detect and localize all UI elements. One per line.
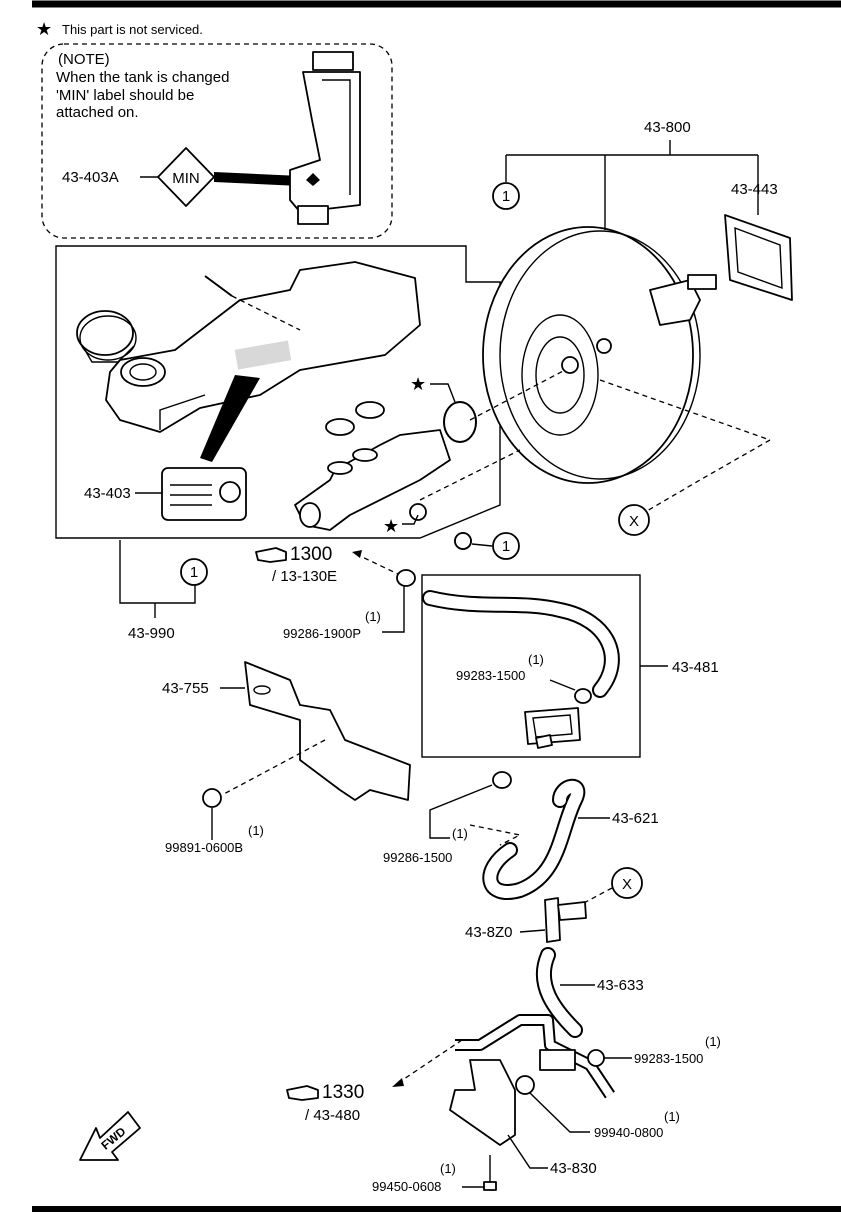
ref-43-480: / 43-480 (305, 1107, 360, 1124)
label-pointer (200, 375, 260, 462)
callout-x-lower (611, 867, 643, 899)
qty-99891-0600B: (1) (248, 823, 264, 838)
grommet-1 (325, 418, 355, 436)
callout-1-nut (492, 532, 520, 560)
label-43-443: 43-443 (731, 181, 778, 198)
label-43-830: 43-830 (550, 1160, 597, 1177)
star-bleeder: ★ (383, 516, 399, 536)
clamp-99286-1500 (492, 771, 512, 789)
brake-booster (482, 226, 717, 484)
min-label-text: MIN (172, 170, 200, 187)
clamp-99283-1500-upper (574, 688, 592, 704)
bracket-43-755 (244, 661, 411, 801)
pipe-bracket-43-830 (449, 1014, 615, 1146)
note-line-3: attached on. (56, 104, 139, 121)
grommet-2 (355, 401, 385, 419)
label-43-800: 43-800 (644, 119, 691, 136)
note-line-1: When the tank is changed (56, 69, 229, 86)
qty-99286-1500: (1) (452, 826, 468, 841)
cap-label-43-403 (161, 467, 247, 521)
check-valve-fitting (524, 707, 581, 749)
callout-1-nut-text: 1 (502, 538, 510, 555)
callout-1-top-text: 1 (502, 188, 510, 205)
fitting-43-8Z0 (544, 897, 587, 943)
master-cylinder (294, 429, 472, 550)
bolt-99450-0608 (483, 1155, 497, 1191)
star-oring: ★ (410, 374, 426, 394)
clamp-99283-1500-lower (587, 1049, 605, 1067)
min-label-diamond (157, 147, 215, 207)
star-legend-text: This part is not serviced. (62, 22, 203, 37)
label-99286-1500: 99286-1500 (383, 850, 452, 865)
ref-13-130E: / 13-130E (272, 568, 337, 585)
label-99283-1500-upper: 99283-1500 (456, 668, 525, 683)
callout-1-top (492, 182, 520, 210)
nut-99940-0800 (515, 1075, 535, 1095)
callout-x-upper-text: X (629, 513, 639, 530)
label-43-621: 43-621 (612, 810, 659, 827)
qty-99283-1500-upper: (1) (528, 652, 544, 667)
fwd-arrow-icon: FWD (79, 1111, 141, 1161)
note-line-2: 'MIN' label should be (56, 87, 194, 104)
label-43-633: 43-633 (597, 977, 644, 994)
qty-99450-0608: (1) (440, 1161, 456, 1176)
callout-x-upper (618, 504, 650, 536)
label-99940-0800: 99940-0800 (594, 1125, 663, 1140)
label-43-481: 43-481 (672, 659, 719, 676)
label-43-755: 43-755 (162, 680, 209, 697)
label-43-403: 43-403 (84, 485, 131, 502)
label-43-8Z0: 43-8Z0 (465, 924, 513, 941)
qty-99286-1900P: (1) (365, 609, 381, 624)
pointer-hand-1300 (255, 547, 287, 563)
reservoir-note-drawing (289, 51, 361, 225)
label-99891-0600B: 99891-0600B (165, 840, 243, 855)
callout-1-43-990 (180, 558, 208, 586)
oring (443, 401, 477, 443)
pointer-hand-1330 (286, 1085, 319, 1101)
clamp-99286-1900P (396, 569, 416, 587)
tank-pin (204, 275, 233, 297)
label-99450-0608: 99450-0608 (372, 1179, 441, 1194)
note-box (41, 43, 393, 239)
ref-1330: 1330 (322, 1082, 364, 1103)
callout-x-lower-text: X (622, 876, 632, 893)
note-title: (NOTE) (58, 51, 110, 68)
callout-1-43-990-text: 1 (190, 564, 198, 581)
nut-99891-0600B (202, 788, 222, 808)
star-legend-icon: ★ (36, 19, 52, 39)
reservoir-cap (76, 310, 137, 363)
label-43-403A: 43-403A (62, 169, 119, 186)
qty-99283-1500-lower: (1) (705, 1034, 721, 1049)
label-99283-1500-lower: 99283-1500 (634, 1051, 703, 1066)
min-label-pointer (214, 172, 300, 186)
label-99286-1900P: 99286-1900P (283, 626, 361, 641)
gasket-43-443 (724, 214, 793, 301)
qty-99940-0800: (1) (664, 1109, 680, 1124)
ref-1300: 1300 (290, 544, 332, 565)
label-43-990: 43-990 (128, 625, 175, 642)
reservoir-tank (105, 261, 421, 433)
